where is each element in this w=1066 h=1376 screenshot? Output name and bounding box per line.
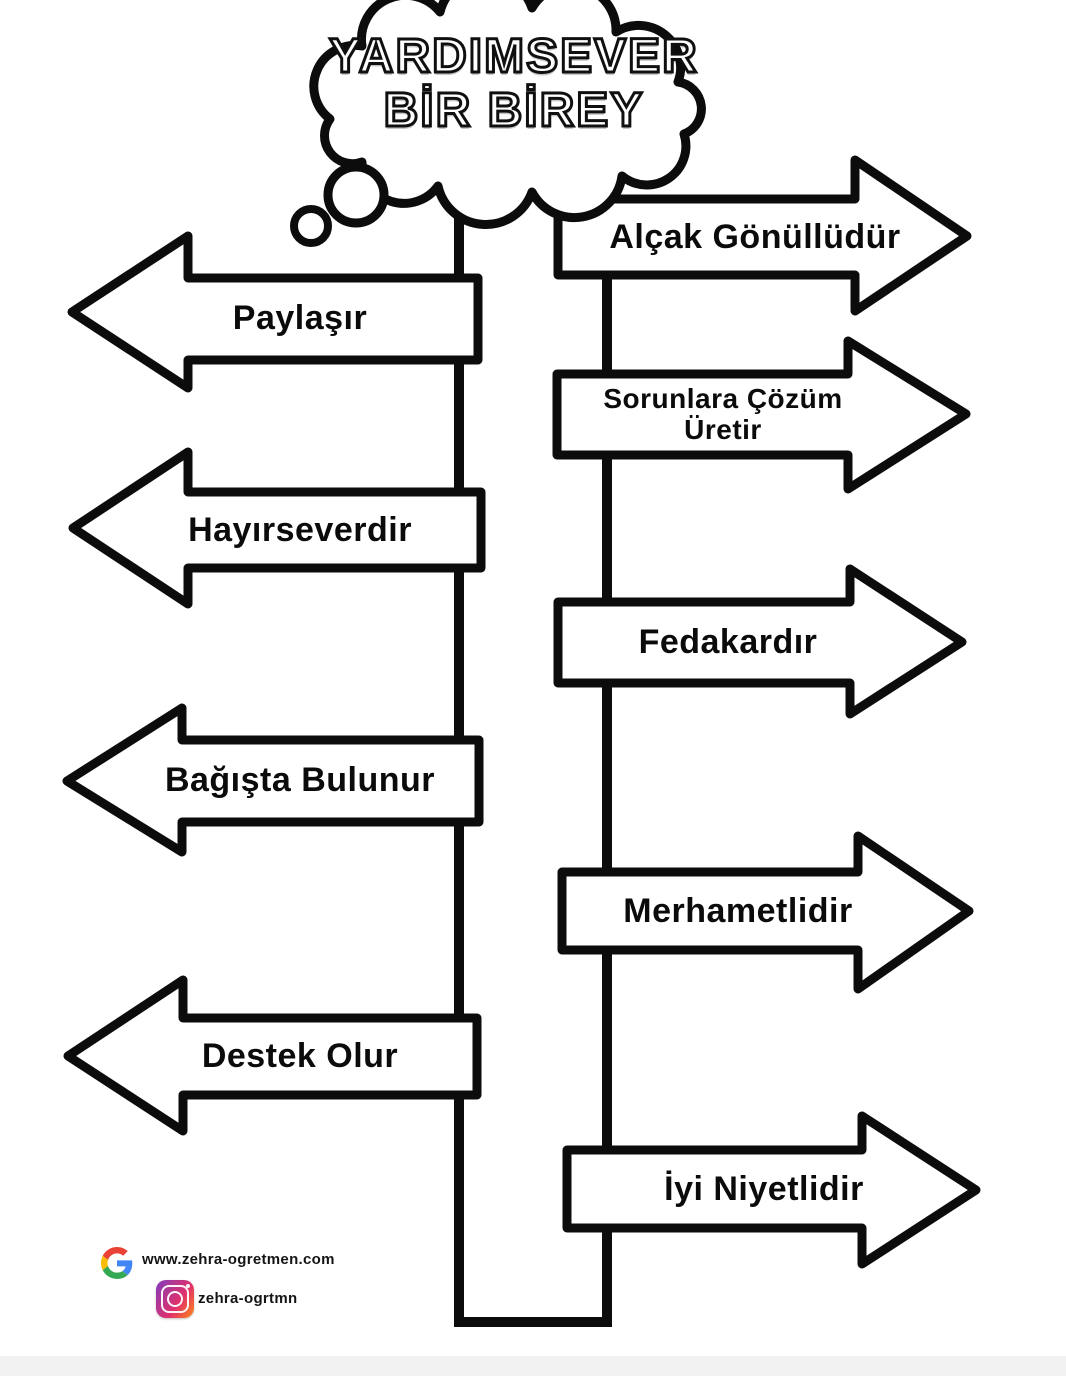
branch-label-merhametlidir: Merhametlidir <box>623 892 853 930</box>
branch-label-hayirseverdir: Hayırseverdir <box>188 511 412 549</box>
instagram-icon <box>156 1280 194 1318</box>
arrow-shape-paylasir <box>67 231 483 393</box>
arrow-shape-merhametlidir <box>557 831 974 994</box>
arrow-shape-alcak-gonulludur <box>553 155 972 316</box>
branch-label-fedakardir: Fedakardır <box>638 623 818 661</box>
scan-edge-strip <box>0 1356 1066 1376</box>
branch-label-sorunlara-cozum-uretir: Sorunlara Çözüm Üretir <box>513 383 933 445</box>
instagram-camera-lens <box>166 1290 183 1307</box>
cloud-title-line2: BİR BİREY <box>382 84 645 137</box>
cloud-title-line1: YARDIMSEVER <box>328 30 699 83</box>
arrow-shape-bagista-bulunur <box>62 703 484 857</box>
branch-label-iyi-niyetlidir: İyi Niyetlidir <box>664 1170 864 1208</box>
thought-bubble-small <box>290 205 332 247</box>
instagram-camera-flash-dot <box>186 1284 190 1288</box>
instagram-handle: zehra-ogrtmn <box>198 1290 298 1307</box>
arrow-shape-iyi-niyetlidir <box>562 1111 981 1269</box>
arrow-shape-sorunlara-cozum-uretir <box>552 336 971 494</box>
branch-label-destek-olur: Destek Olur <box>201 1037 399 1075</box>
branch-label-bagista-bulunur: Bağışta Bulunur <box>164 761 436 799</box>
thought-bubble-medium <box>323 162 389 228</box>
arrow-shape-hayirseverdir <box>68 447 486 609</box>
google-g-icon <box>101 1247 133 1279</box>
arrow-shape-destek-olur <box>63 975 482 1136</box>
instagram-camera-frame <box>161 1285 189 1313</box>
thought-cloud <box>309 0 706 229</box>
branch-label-line1: Sorunlara Çözüm <box>603 383 843 414</box>
branch-label-alcak-gonulludur: Alçak Gönüllüdür <box>609 218 901 256</box>
arrow-shape-fedakardir <box>553 564 967 719</box>
website-url: www.zehra-ogretmen.com <box>142 1251 335 1268</box>
branch-label-paylasir: Paylaşır <box>232 299 368 337</box>
branch-label-line2: Üretir <box>684 414 762 445</box>
